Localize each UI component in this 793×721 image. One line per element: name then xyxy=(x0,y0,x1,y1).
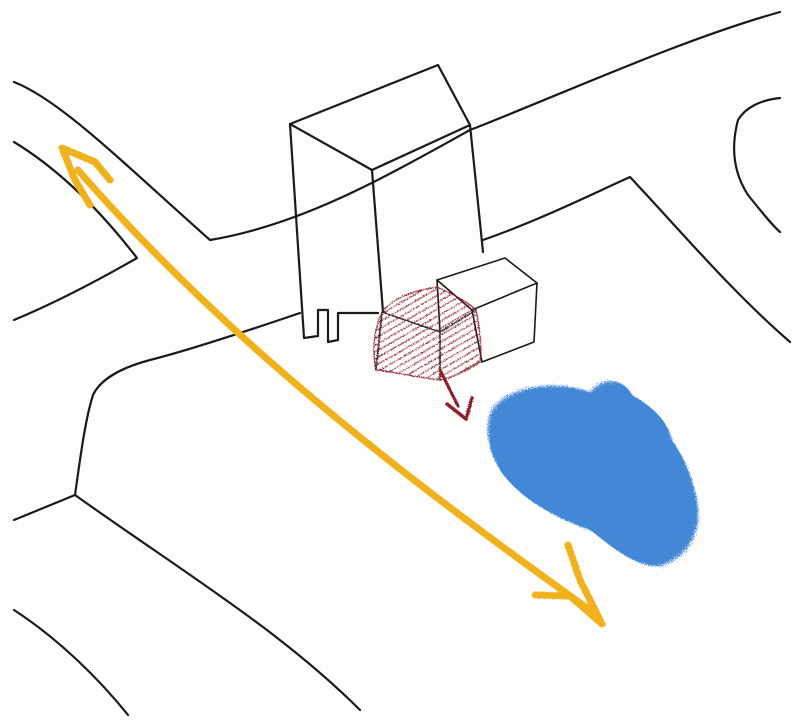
street-line xyxy=(75,495,360,710)
street-line xyxy=(14,610,128,715)
street-line xyxy=(14,313,300,520)
building-left-face xyxy=(290,124,378,342)
building-front-edge xyxy=(372,170,383,312)
blue-scribble-fill xyxy=(488,381,698,566)
entrance-arrow-head xyxy=(447,398,472,419)
circulation-shaft xyxy=(78,170,590,610)
street-line xyxy=(483,177,790,342)
building-top xyxy=(290,65,470,170)
entrance-hatch xyxy=(374,287,481,380)
low-box-front xyxy=(472,283,537,362)
entrance-arrow xyxy=(440,370,472,419)
blue-scribble-area xyxy=(488,381,698,566)
circulation-head-end xyxy=(535,545,602,624)
street-line xyxy=(14,12,780,240)
building-right-edge xyxy=(470,125,483,252)
circulation-double-arrow xyxy=(62,148,602,624)
street-line xyxy=(734,98,780,232)
entrance-hatch-fill xyxy=(374,287,481,380)
